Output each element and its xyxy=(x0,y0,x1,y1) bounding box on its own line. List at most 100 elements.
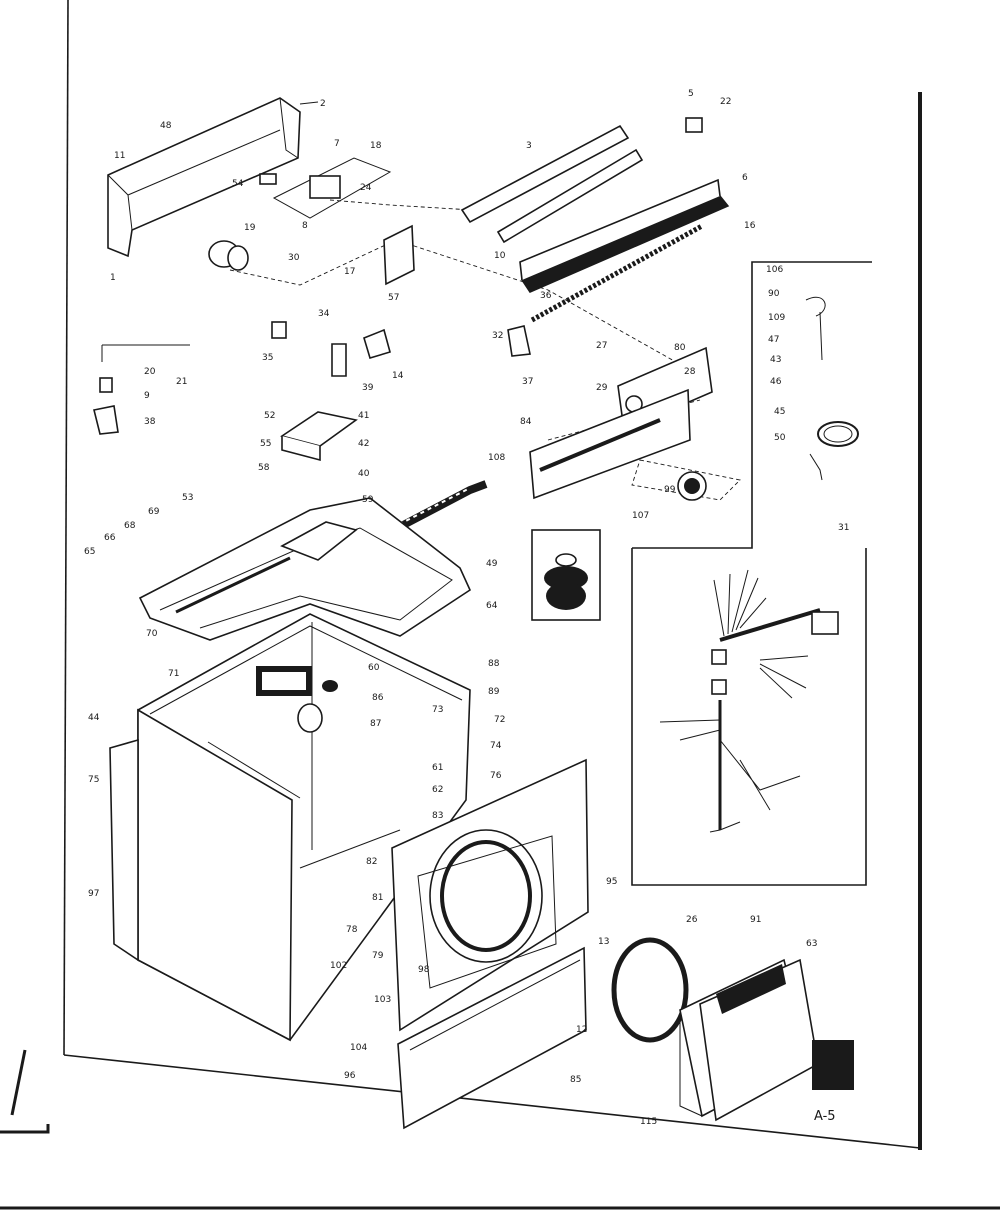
callout: 65 xyxy=(84,547,95,557)
callout: 9 xyxy=(144,391,150,401)
inset-parts xyxy=(805,296,859,481)
callout: 55 xyxy=(260,439,271,449)
callout: 54 xyxy=(232,179,244,189)
callout: 6 xyxy=(742,173,748,183)
rear-bracket xyxy=(383,224,713,500)
callout: 31 xyxy=(838,523,849,533)
callout: 1 xyxy=(110,273,116,283)
callout: 91 xyxy=(750,915,761,925)
wiring-inset-frame xyxy=(631,261,872,886)
callout: 95 xyxy=(606,877,617,887)
callout: 19 xyxy=(244,223,256,233)
callout: 62 xyxy=(432,785,443,795)
callout: 82 xyxy=(366,857,377,867)
callout: 21 xyxy=(176,377,187,387)
callout: 52 xyxy=(264,411,275,421)
callout: 76 xyxy=(490,771,502,781)
callout: 40 xyxy=(358,469,370,479)
callout: 81 xyxy=(372,893,383,903)
cabinet xyxy=(109,613,471,1042)
callout: 34 xyxy=(318,309,330,319)
switch-plate xyxy=(259,157,392,219)
callout: 87 xyxy=(370,719,381,729)
callout: 28 xyxy=(684,367,696,377)
callout: 78 xyxy=(346,925,358,935)
toe-kick xyxy=(397,946,587,1130)
sheet-label: A-5 xyxy=(814,1109,836,1124)
callout: 27 xyxy=(596,341,607,351)
timer-knob xyxy=(208,240,249,271)
front-panel xyxy=(391,758,589,1032)
callout: 74 xyxy=(490,741,502,751)
callout: 42 xyxy=(358,439,369,449)
callout: 71 xyxy=(168,669,179,679)
callout: 13 xyxy=(598,937,609,947)
top-rails xyxy=(460,117,730,323)
callout: 43 xyxy=(770,355,781,365)
callout: 18 xyxy=(370,141,382,151)
callout: 99 xyxy=(664,485,676,495)
callout: 79 xyxy=(372,951,384,961)
callout: 73 xyxy=(432,705,443,715)
callout: 75 xyxy=(88,775,99,785)
small-hardware xyxy=(93,321,707,501)
callout: 83 xyxy=(432,811,443,821)
callout: 49 xyxy=(486,559,498,569)
callout: 85 xyxy=(570,1075,581,1085)
callout: 50 xyxy=(774,433,786,443)
callout: 86 xyxy=(372,693,384,703)
callout-labels: 2 11 48 1 7 18 54 8 24 3 5 22 10 6 16 19… xyxy=(84,89,849,1127)
callout: 38 xyxy=(144,417,156,427)
callout: 107 xyxy=(632,511,649,521)
callout: 66 xyxy=(104,533,116,543)
callout: 106 xyxy=(766,265,783,275)
motor-clamp xyxy=(256,666,338,733)
callout: 30 xyxy=(288,253,300,263)
callout: 36 xyxy=(540,291,552,301)
callout: 69 xyxy=(148,507,160,517)
callout: 10 xyxy=(494,251,506,261)
callout: 64 xyxy=(486,601,498,611)
callout: 102 xyxy=(330,961,347,971)
door-gasket xyxy=(611,937,689,1043)
callout: 53 xyxy=(182,493,193,503)
callout: 90 xyxy=(768,289,780,299)
callout: 2 xyxy=(320,99,326,109)
callout: 16 xyxy=(744,221,756,231)
callout: 24 xyxy=(360,183,372,193)
callout: 37 xyxy=(522,377,533,387)
callout: 57 xyxy=(388,293,399,303)
callout: 60 xyxy=(368,663,380,673)
callout: 35 xyxy=(262,353,273,363)
callout: 88 xyxy=(488,659,500,669)
callout: 58 xyxy=(258,463,270,473)
callout: 97 xyxy=(88,889,99,899)
callout: 8 xyxy=(302,221,308,231)
callout: 59 xyxy=(362,495,374,505)
callout: 84 xyxy=(520,417,532,427)
callout: 22 xyxy=(720,97,731,107)
callout: 80 xyxy=(674,343,686,353)
callout: 11 xyxy=(114,151,125,161)
callout: 47 xyxy=(768,335,779,345)
callout: 63 xyxy=(806,939,817,949)
wiring-harness xyxy=(659,569,839,833)
callout: 12 xyxy=(576,1025,587,1035)
callout: 20 xyxy=(144,367,156,377)
callout: 109 xyxy=(768,313,785,323)
callout: 32 xyxy=(492,331,503,341)
callout: 68 xyxy=(124,521,136,531)
cabinet-top xyxy=(138,497,472,641)
callout: 41 xyxy=(358,411,369,421)
callout: 103 xyxy=(374,995,391,1005)
callout: 98 xyxy=(418,965,430,975)
callout: 14 xyxy=(392,371,404,381)
callout: 29 xyxy=(596,383,608,393)
callout: 3 xyxy=(526,141,532,151)
callout: 96 xyxy=(344,1071,356,1081)
dispenser xyxy=(280,411,358,462)
callout: 108 xyxy=(488,453,505,463)
callout: 115 xyxy=(640,1117,657,1127)
